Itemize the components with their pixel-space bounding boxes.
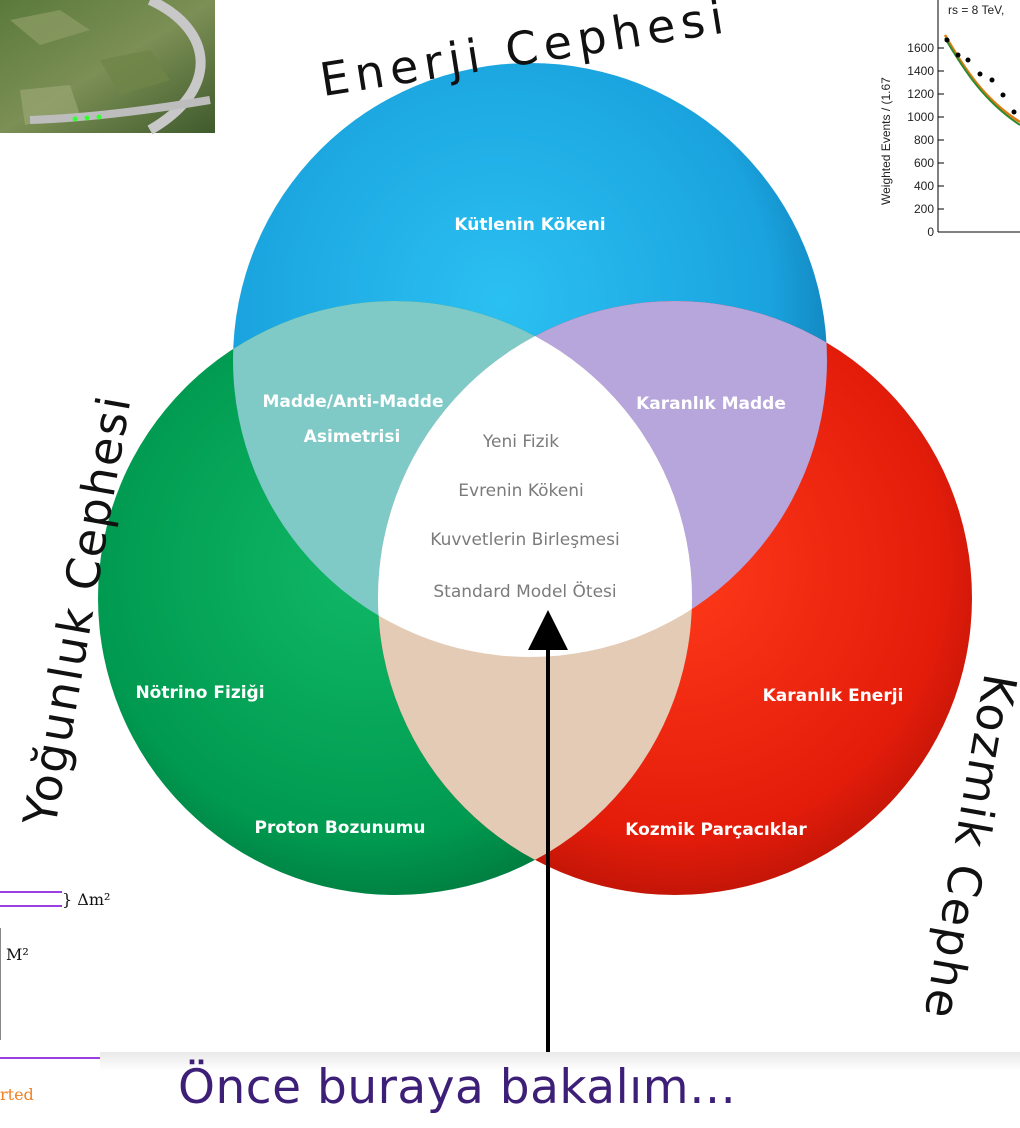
mass-hierarchy-inset: } Δm² M² rted — [0, 890, 110, 1104]
center-item-beyond-sm: Standard Model Ötesi — [433, 580, 616, 602]
plot-points — [944, 37, 1017, 115]
plot-y-tick-label: 600 — [914, 156, 934, 170]
plot-y-tick-label: 1600 — [907, 41, 934, 55]
inset-label-dm2: } Δm² — [62, 890, 110, 909]
plot-y-tick-label: 1400 — [907, 64, 934, 78]
inset-label-inverted: rted — [0, 1085, 34, 1104]
overlap-center — [378, 301, 692, 657]
center-item-origin-of-universe: Evrenin Kökeni — [458, 481, 583, 501]
label-origin-of-mass: Kütlenin Kökeni — [454, 215, 605, 235]
plot-y-tick-label: 400 — [914, 179, 934, 193]
mass-plot-inset: Weighted Events / (1.67 rs = 8 TeV, 1600… — [868, 0, 1020, 245]
label-proton-decay: Proton Bozunumu — [254, 818, 425, 838]
label-matter-antimatter: Madde/Anti-Madde — [263, 392, 444, 412]
label-dark-energy: Karanlık Enerji — [763, 686, 904, 706]
plot-y-tick-label: 0 — [927, 225, 934, 239]
plot-y-tick-label: 1200 — [907, 87, 934, 101]
plot-ylabel: Weighted Events / (1.67 — [879, 77, 893, 205]
center-item-new-physics: Yeni Fizik — [482, 432, 559, 452]
plot-y-tick-label: 200 — [914, 202, 934, 216]
label-dark-matter: Karanlık Madde — [636, 394, 786, 414]
label-cosmic-particles: Kozmik Parçacıklar — [625, 820, 807, 840]
label-asymmetry: Asimetrisi — [304, 427, 401, 447]
label-neutrino-physics: Nötrino Fiziği — [135, 683, 264, 703]
inset-label-m2: M² — [6, 945, 29, 964]
caption-band — [100, 1052, 1020, 1128]
plot-y-ticks: 1600 1400 1200 1000 800 600 400 200 0 — [907, 41, 944, 239]
plot-y-tick-label: 1000 — [907, 110, 934, 124]
plot-y-tick-label: 800 — [914, 133, 934, 147]
aerial-photo-inset — [0, 0, 215, 135]
plot-annotation: rs = 8 TeV, — [948, 3, 1004, 17]
center-item-unification: Kuvvetlerin Birleşmesi — [430, 530, 619, 550]
caption: Önce buraya bakalım… — [178, 1060, 737, 1115]
